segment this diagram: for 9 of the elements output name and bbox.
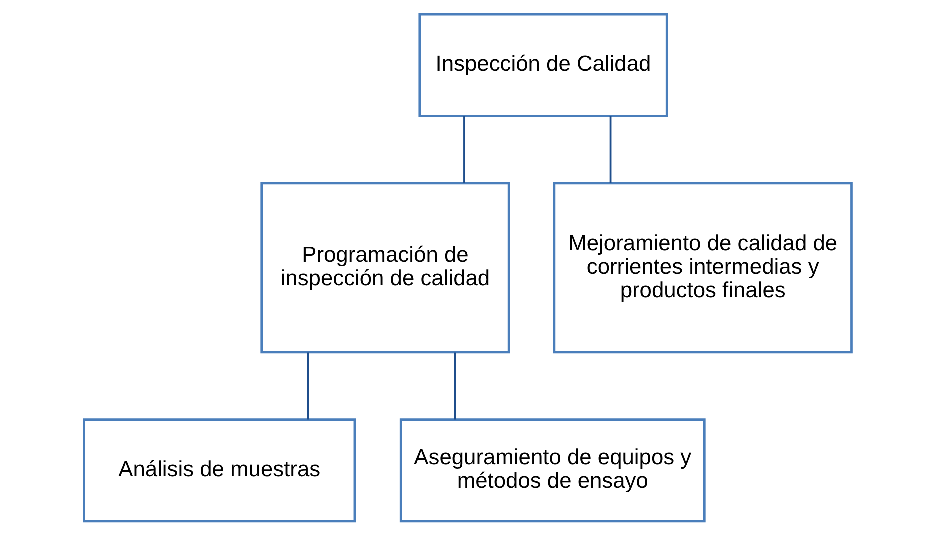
node-box: Inspección de Calidad [418, 13, 668, 118]
connector [306, 352, 309, 420]
node-box: Aseguramiento de equipos y métodos de ensayo [399, 418, 706, 523]
node-box: Mejoramiento de calidad de corrientes intermedias y productos finales [552, 182, 852, 354]
connector [454, 352, 456, 420]
node-box: Programación de inspección de calidad [260, 182, 510, 354]
connector [609, 116, 612, 184]
connector [463, 116, 465, 184]
node-box: Análisis de muestras [82, 418, 356, 523]
